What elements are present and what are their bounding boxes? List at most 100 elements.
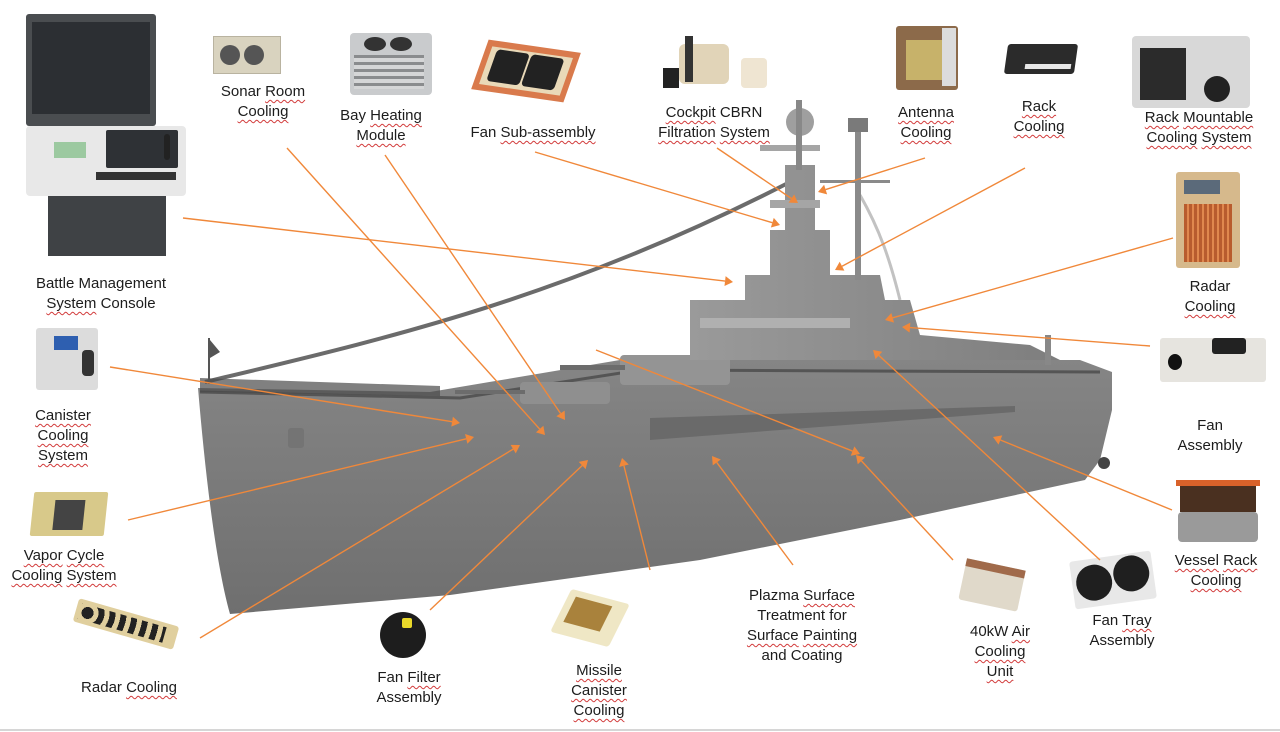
label-word: Cycle	[66, 547, 105, 564]
bottom-divider	[0, 729, 1280, 731]
label-line: Fan Sub-assembly	[470, 123, 595, 143]
label-line: Cooling	[571, 701, 627, 721]
superstructure	[690, 165, 1060, 360]
main-mast	[855, 130, 861, 280]
label-word: Cooling	[900, 124, 952, 141]
label-word: Cooling	[974, 643, 1026, 660]
label-word: Rack	[1021, 98, 1057, 115]
product-image-rack-cooling	[1003, 44, 1079, 74]
label-word: Rack	[1223, 552, 1258, 569]
label-word: Tray	[1122, 612, 1152, 629]
label-word: 40kW	[969, 623, 1009, 640]
label-word: Console	[100, 295, 156, 312]
label-word: Cooling	[37, 427, 89, 444]
label-word: Fan	[1092, 612, 1119, 629]
label-word: Fan	[377, 669, 404, 686]
label-line: Assembly	[376, 688, 441, 708]
label-line: Fan Tray	[1089, 611, 1154, 631]
label-line: Cockpit CBRN	[658, 103, 770, 123]
label-word: System	[37, 447, 89, 464]
label-line: Surface Painting	[747, 626, 857, 646]
label-fan-sub-assembly: Fan Sub-assembly	[470, 123, 595, 143]
label-line: Cooling	[970, 642, 1030, 662]
label-line: Assembly	[1089, 631, 1154, 651]
label-word: Cooling	[126, 679, 177, 696]
label-word: Antenna	[898, 104, 954, 121]
gun-barrel	[560, 365, 625, 370]
label-line: Plazma Surface	[747, 586, 857, 606]
mast-top	[848, 118, 868, 132]
label-line: Cooling	[35, 426, 91, 446]
label-line: Radar	[1185, 277, 1236, 297]
propeller	[1098, 457, 1110, 469]
label-line: Radar Cooling	[81, 678, 177, 698]
label-word: Filtration	[658, 124, 716, 141]
label-word: Heating	[370, 107, 422, 124]
label-word: Cooling	[11, 567, 63, 584]
label-radar-cooling-left: Radar Cooling	[81, 678, 177, 698]
label-line: Unit	[970, 662, 1030, 682]
label-line: Cooling	[1014, 117, 1065, 137]
label-word: Cooling	[1190, 572, 1242, 589]
label-word: Assembly	[376, 689, 442, 706]
product-image-antenna-cooling	[896, 26, 958, 90]
label-word: Assembly	[1177, 437, 1243, 454]
label-word: Treatment	[757, 607, 826, 624]
label-line: Rack Mountable	[1145, 108, 1253, 128]
label-word: Coating	[790, 647, 843, 664]
forward-turret	[520, 382, 610, 404]
label-word: Fan	[470, 124, 497, 141]
label-line: Sonar Room	[221, 82, 305, 102]
label-word: Painting	[802, 627, 858, 644]
label-word: Bay	[340, 107, 366, 124]
label-line: Cooling	[898, 123, 954, 143]
label-word: CBRN	[719, 104, 763, 121]
label-word: Management	[78, 275, 167, 292]
bow-flagpole	[208, 338, 210, 384]
label-word: Mountable	[1183, 109, 1254, 126]
label-word: Radar	[1189, 278, 1231, 295]
label-word: Cooling	[573, 702, 625, 719]
product-image-radar-cooling-right	[1176, 172, 1240, 268]
product-image-sonar-room-cooling	[213, 36, 281, 74]
label-word: Radar	[81, 679, 122, 696]
label-line: Module	[340, 126, 422, 146]
foremast	[796, 100, 802, 170]
label-word: Vapor	[23, 547, 63, 564]
product-image-vessel-rack-cooling	[1176, 480, 1260, 546]
label-line: Canister	[571, 681, 627, 701]
label-word: Canister	[35, 407, 91, 424]
label-word: Filter	[407, 669, 441, 686]
label-word: Cooling	[1013, 118, 1065, 135]
label-line: Fan	[1177, 416, 1242, 436]
label-word: Assembly	[1089, 632, 1155, 649]
label-word: System	[46, 295, 97, 312]
label-line: Cooling	[1175, 571, 1258, 591]
product-image-bay-heating-module	[350, 33, 432, 95]
label-word: Surface	[746, 627, 799, 644]
label-word: Sub-assembly	[500, 124, 596, 141]
label-word: Missile	[576, 662, 622, 679]
label-line: Filtration System	[658, 123, 770, 143]
label-word: Surface	[803, 587, 855, 604]
label-word: Module	[356, 127, 406, 144]
label-line: Battle Management	[36, 274, 166, 294]
label-word: Sonar	[220, 83, 261, 100]
label-word: Plazma	[749, 587, 800, 604]
product-image-vapor-cycle-cooling	[29, 492, 109, 536]
label-word: Vessel	[1174, 552, 1219, 569]
label-word: and	[761, 647, 787, 664]
yardarm	[820, 180, 890, 183]
label-line: Antenna	[898, 103, 954, 123]
label-word: Canister	[571, 682, 627, 699]
label-word: Rack	[1144, 109, 1179, 126]
